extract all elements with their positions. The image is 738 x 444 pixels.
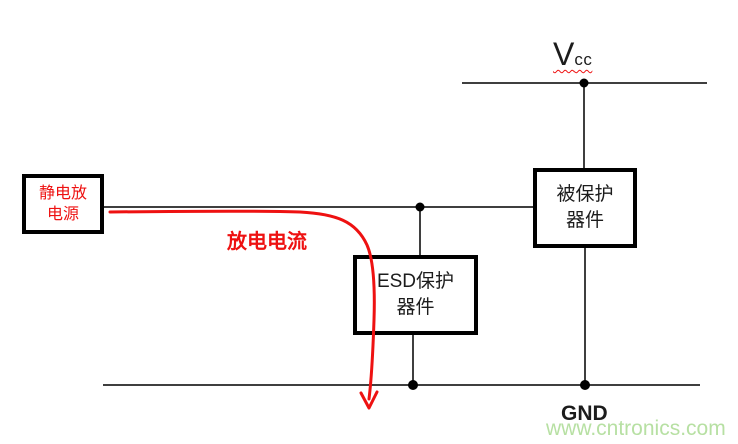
watermark-text: www.cntronics.com	[546, 417, 726, 440]
protected-device-label: 被保护 器件	[556, 184, 614, 231]
vcc-junction-dot	[579, 78, 589, 88]
discharge-current-arrow-icon	[359, 390, 379, 410]
esd-ground-junction-dot	[408, 380, 418, 390]
vcc-subscript-text: cc	[574, 50, 593, 69]
device-ground-junction-dot	[580, 380, 590, 390]
discharge-current-path	[108, 209, 376, 401]
esd-source-label: 静电放 电源	[38, 185, 87, 223]
protected-device-box: 被保护 器件	[533, 168, 637, 248]
gnd-label: GND	[561, 402, 608, 425]
esd-protector-label: ESD保护 器件	[376, 271, 455, 318]
signal-junction-dot	[415, 202, 425, 212]
vcc-main-text: V	[553, 36, 575, 72]
esd-source-box: 静电放 电源	[22, 174, 104, 234]
discharge-current-label: 放电电流	[227, 231, 307, 253]
